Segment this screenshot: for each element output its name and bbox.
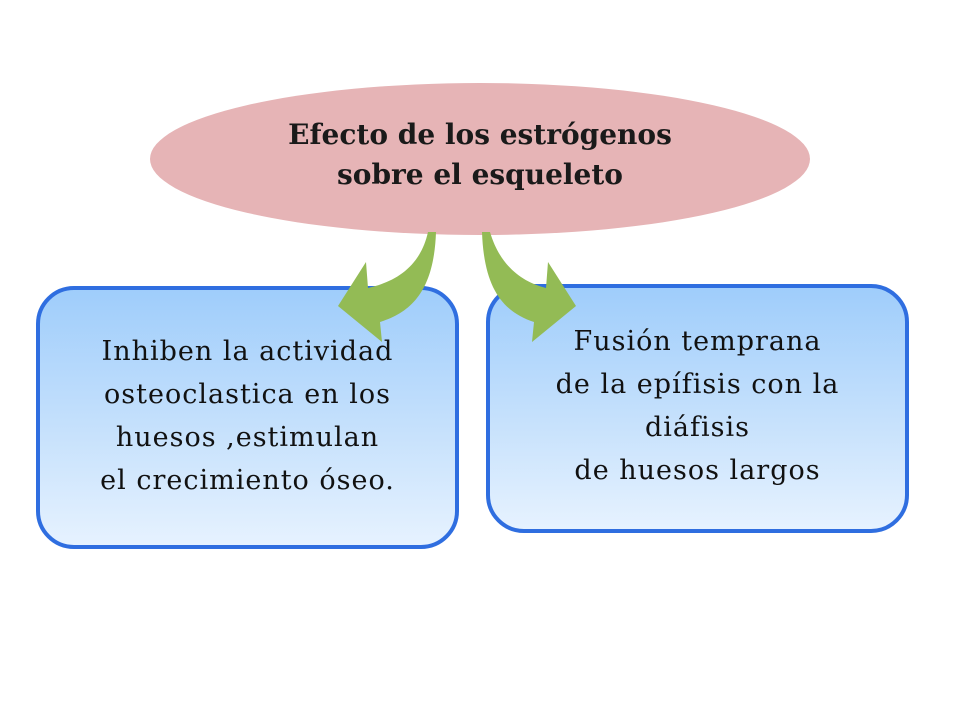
right-box-line: Fusión temprana [573,326,822,357]
right-box-line: diáfisis [645,412,750,443]
left-box-text: Inhiben la actividad osteoclastica en lo… [40,330,455,502]
left-box-line: el crecimiento óseo. [100,465,395,496]
left-box-line: osteoclastica en los [104,379,391,410]
curved-arrow-left-icon [338,232,436,342]
right-box-line: de huesos largos [574,455,821,486]
right-box: Fusión temprana de la epífisis con la di… [486,284,909,533]
title-ellipse [150,83,810,235]
title-line: sobre el esqueleto [337,158,623,191]
left-box-line: Inhiben la actividad [101,336,394,367]
right-box-text: Fusión temprana de la epífisis con la di… [490,320,905,492]
curved-arrow-right-icon [482,232,576,342]
left-box-line: huesos ,estimulan [115,422,380,453]
left-box: Inhiben la actividad osteoclastica en lo… [36,286,459,549]
diagram-title: Efecto de los estrógenos sobre el esquel… [150,115,810,195]
title-line: Efecto de los estrógenos [288,118,672,151]
right-box-line: de la epífisis con la [555,369,840,400]
